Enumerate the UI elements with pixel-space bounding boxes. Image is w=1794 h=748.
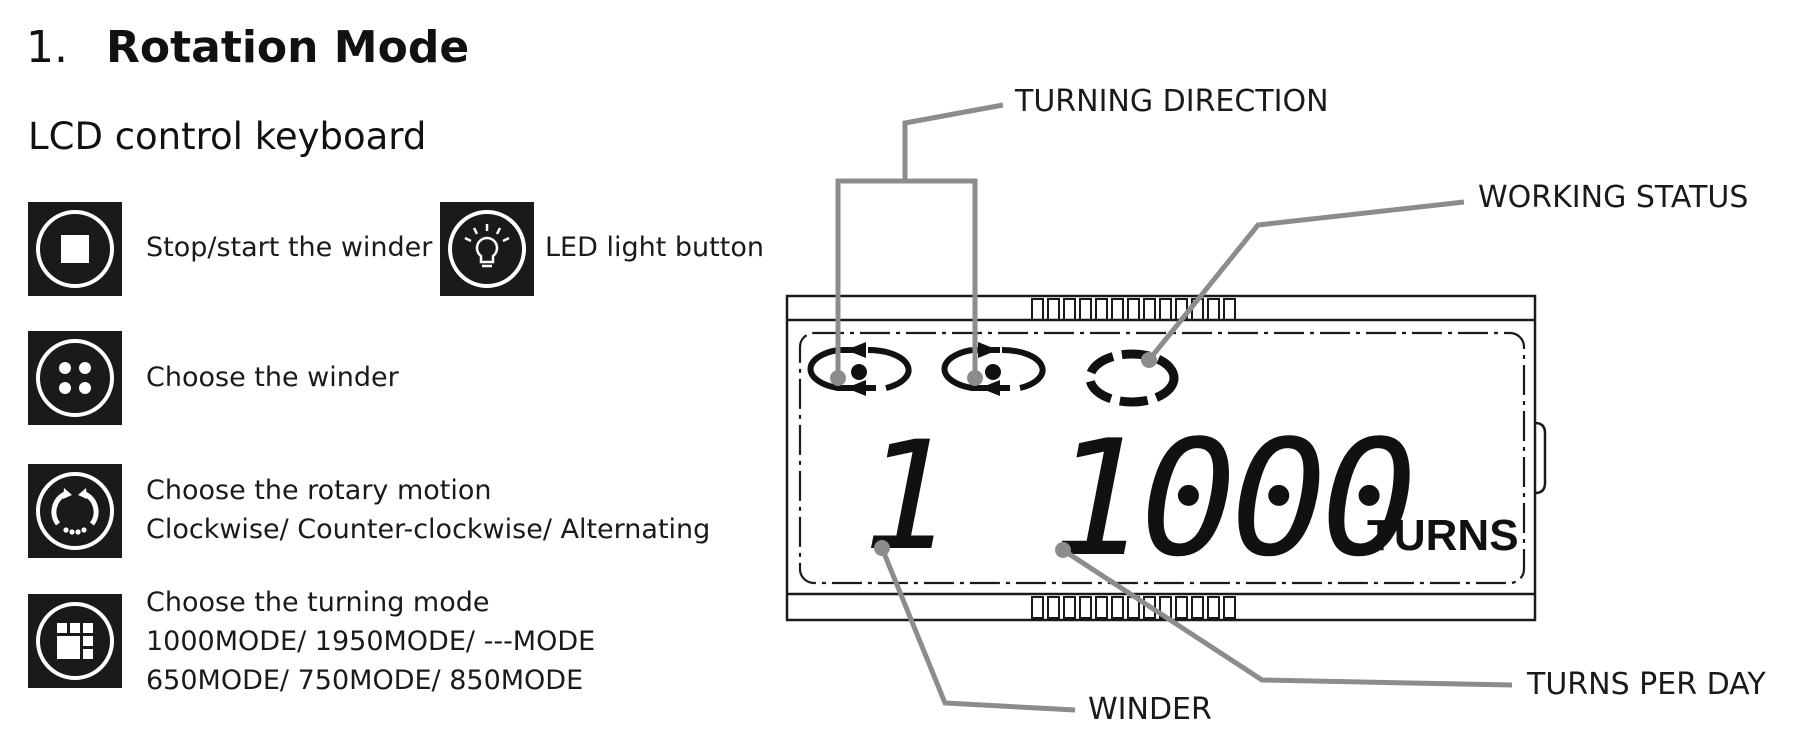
lcd-pin — [1143, 298, 1156, 321]
lcd-pin — [1111, 596, 1124, 619]
choose-winder-button[interactable] — [28, 331, 122, 425]
lcd-pin — [1047, 596, 1060, 619]
stop-button[interactable] — [28, 202, 122, 296]
four-dots-icon — [36, 339, 114, 417]
direction-icon-left — [807, 342, 912, 396]
leader-turning-direction — [902, 102, 1004, 181]
section-number: 1. — [26, 22, 68, 73]
lcd-turns-unit: TURNS — [1367, 511, 1519, 560]
lcd-pin — [1111, 298, 1124, 321]
leader-working-status — [1147, 199, 1465, 362]
callout-turning-direction: TURNING DIRECTION — [1015, 84, 1329, 119]
rotation-icon — [36, 472, 114, 550]
led-light-button[interactable] — [440, 202, 534, 296]
leader-lines — [835, 102, 1513, 713]
leader-winder — [879, 547, 1076, 713]
callout-winder: WINDER — [1088, 692, 1212, 727]
key-label-turning-mode: Choose the turning mode 1000MODE/ 1950MO… — [146, 587, 596, 696]
leader-turns-per-day — [1061, 547, 1513, 688]
lcd-window — [798, 331, 1526, 585]
lcd-pin — [1207, 596, 1220, 619]
working-status-icon — [1085, 349, 1179, 407]
callout-turns-per-day: TURNS PER DAY — [1527, 667, 1766, 702]
stop-icon — [36, 210, 114, 288]
lcd-pin — [1159, 298, 1172, 321]
lcd-winder-digit: 1 — [862, 410, 952, 584]
lcd-pin — [1047, 298, 1060, 321]
key-label-winder: Choose the winder — [146, 362, 399, 393]
grid-icon — [36, 602, 114, 680]
lcd-pin — [1063, 596, 1076, 619]
key-label-stop: Stop/start the winder — [146, 232, 433, 263]
lcd-pin — [1223, 298, 1236, 321]
rotary-motion-button[interactable] — [28, 464, 122, 558]
section-title: Rotation Mode — [105, 22, 470, 73]
lcd-pin — [1095, 596, 1108, 619]
turning-mode-button[interactable] — [28, 594, 122, 688]
lcd-pin — [1175, 596, 1188, 619]
lcd-pin — [1079, 298, 1092, 321]
lcd-pin — [1079, 596, 1092, 619]
subheading: LCD control keyboard — [28, 115, 427, 158]
lcd-pin — [1207, 298, 1220, 321]
leader-dots — [830, 352, 1157, 558]
lcd-pin — [1223, 596, 1236, 619]
key-label-led: LED light button — [545, 232, 764, 263]
section-heading: 1. Rotation Mode — [26, 18, 469, 78]
lcd-pin — [1191, 596, 1204, 619]
direction-icon-right — [941, 342, 1046, 396]
lcd-pin — [1031, 596, 1044, 619]
lcd-pin — [1031, 298, 1044, 321]
key-label-rotary: Choose the rotary motion Clockwise/ Coun… — [146, 475, 711, 545]
lcd-pin — [1127, 298, 1140, 321]
leader-turning-direction-bracket — [835, 178, 978, 378]
lcd-pin — [1063, 298, 1076, 321]
led-light-icon — [448, 210, 526, 288]
callout-working-status: WORKING STATUS — [1478, 180, 1749, 215]
lcd-turns-value: 1000 — [1050, 405, 1411, 592]
lcd-pin — [1095, 298, 1108, 321]
